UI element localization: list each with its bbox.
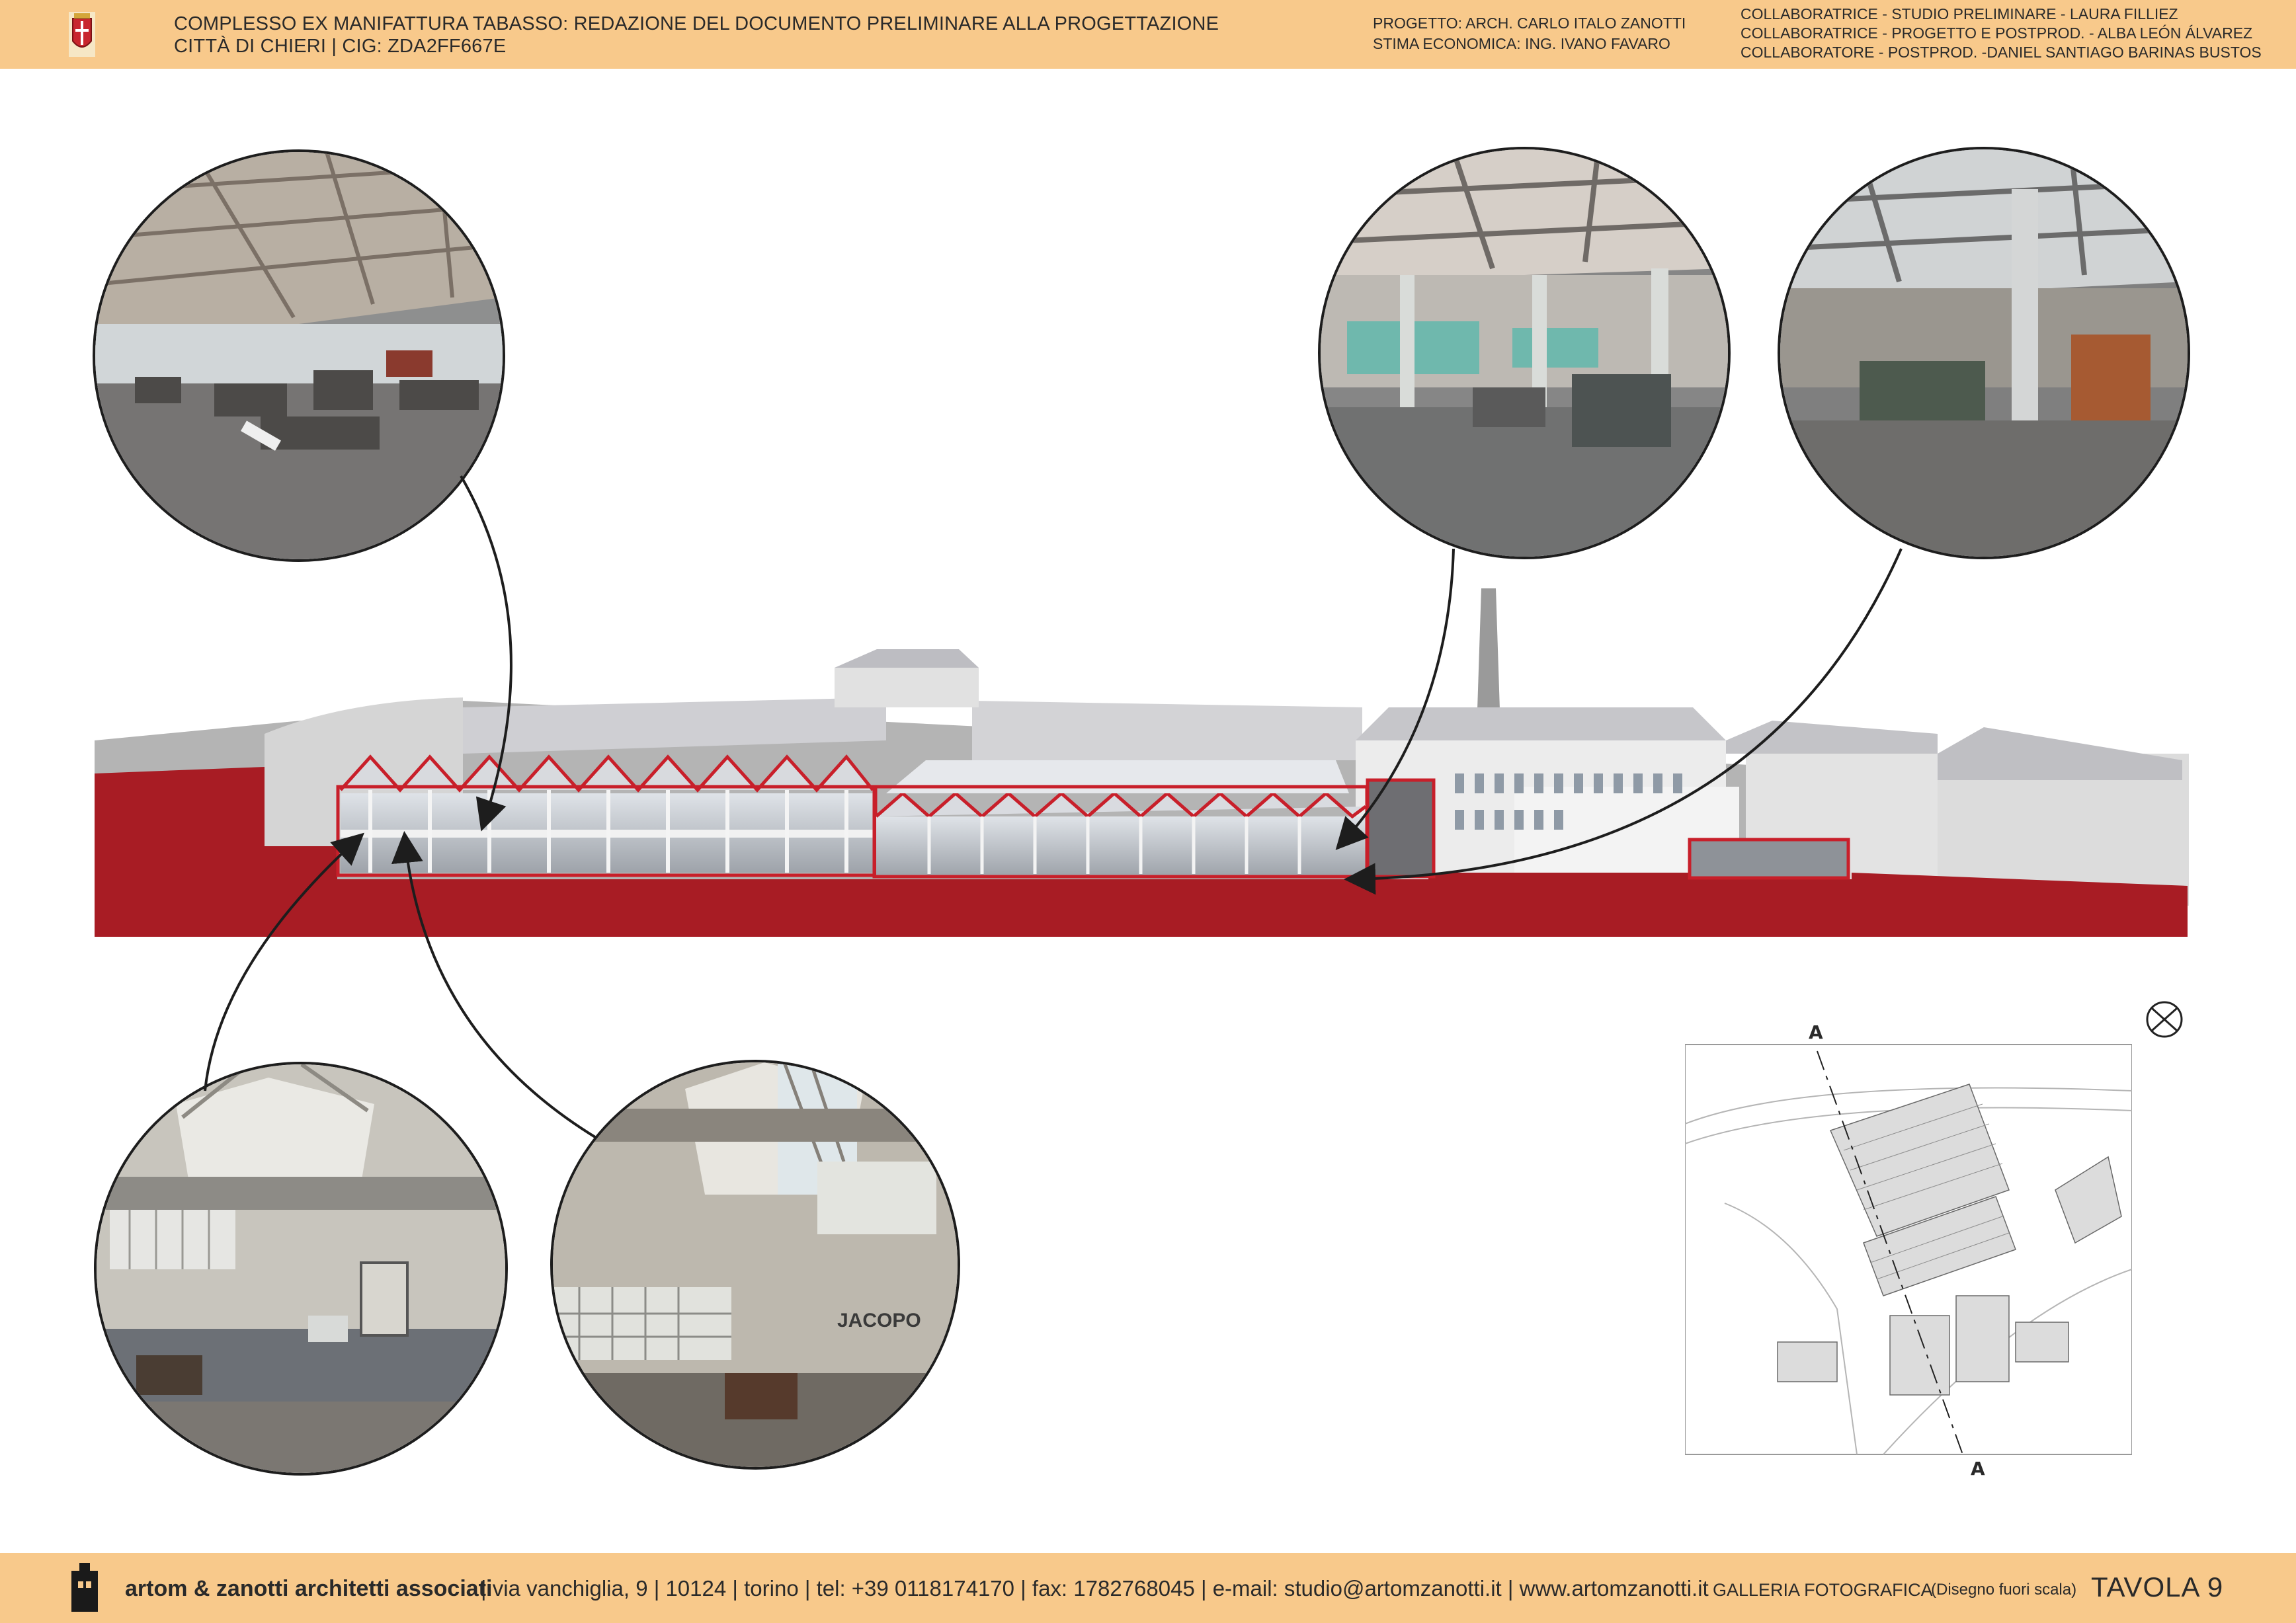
collaborator-2: COLLABORATRICE - PROGETTO E POSTPROD. - …: [1741, 24, 2253, 42]
photo-interior-scene: [95, 152, 503, 559]
header-band: [0, 0, 2296, 69]
section-mark-top: A: [1809, 1021, 1823, 1043]
sheet-section-label: GALLERIA FOTOGRAFICA: [1713, 1580, 1933, 1600]
section-mark-bottom: A: [1971, 1458, 1985, 1480]
scale-note: (Disegno fuori scala): [1931, 1581, 2077, 1599]
footer-band: [0, 1553, 2296, 1623]
north-compass-icon: [2146, 1001, 2183, 1038]
project-location-cig: CITTÀ DI CHIERI | CIG: ZDA2FF667E: [174, 36, 507, 57]
project-architect: PROGETTO: ARCH. CARLO ITALO ZANOTTI: [1373, 15, 1686, 32]
sheet-number: TAVOLA 9: [2091, 1571, 2224, 1603]
photo-interior-scene: JACOPO: [553, 1062, 958, 1467]
firm-name: artom & zanotti architetti associati: [125, 1576, 493, 1601]
photo-circle-top-right-2: [1778, 147, 2190, 559]
photo-circle-top-left: [93, 149, 505, 562]
firm-logo-icon: [69, 1562, 101, 1613]
photo-interior-scene: [1780, 149, 2188, 557]
graffiti-text: JACOPO: [837, 1310, 921, 1331]
city-crest-icon: [69, 12, 95, 57]
cost-estimate-engineer: STIMA ECONOMICA: ING. IVANO FAVARO: [1373, 35, 1670, 52]
collaborator-1: COLLABORATRICE - STUDIO PRELIMINARE - LA…: [1741, 5, 2178, 22]
photo-circle-top-right-1: [1318, 147, 1731, 559]
key-site-plan: [1685, 1044, 2132, 1455]
photo-circle-bottom-middle: JACOPO: [550, 1060, 960, 1470]
photo-interior-scene: [1321, 149, 1728, 557]
collaborator-3: COLLABORATORE - POSTPROD. -DANIEL SANTIA…: [1741, 44, 2262, 61]
firm-contacts: | via vanchiglia, 9 | 10124 | torino | t…: [481, 1576, 1709, 1601]
project-title: COMPLESSO EX MANIFATTURA TABASSO: REDAZI…: [174, 13, 1219, 34]
